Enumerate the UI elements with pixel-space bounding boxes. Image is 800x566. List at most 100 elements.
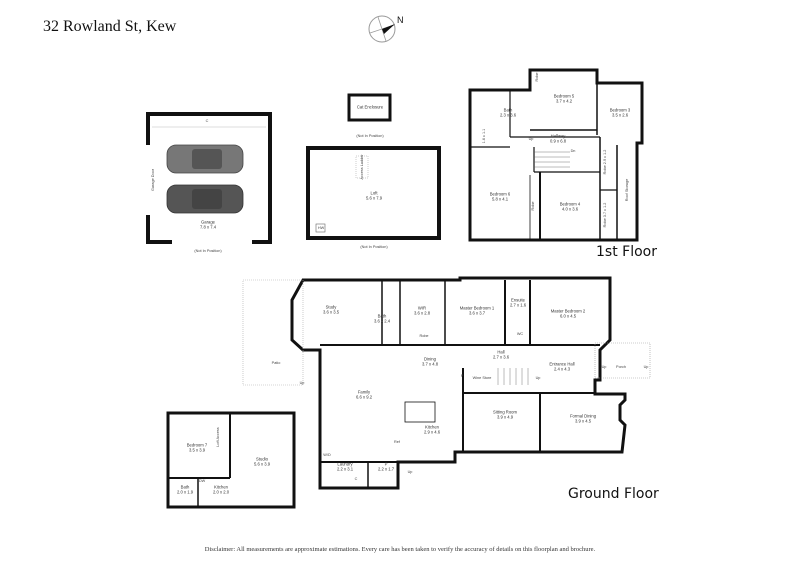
room-porch: Porch [616,365,626,369]
room-name: Bath [180,484,190,490]
room-name: Studio [256,456,268,462]
room-name: Bedroom 6 [489,191,511,197]
room-name: P [384,461,388,467]
room-size: 5.6 x 7.9 [365,196,383,201]
room-size: 2.7 x 3.6 [492,355,510,360]
room-size: 3.9 x 4.5 [574,419,592,424]
room-name: Master Bedroom 1 [459,305,495,311]
room-formal-dining: Formal Dining 3.9 x 4.5 [570,414,596,425]
stairs-up-first: Up [528,137,534,141]
room-study: Study 3.6 x 3.5 [323,305,339,316]
room-robe-d: Robe [531,201,535,211]
room-name: Entrance Hall [549,361,575,367]
loft-access-label: Loft Access [216,427,220,447]
room-dining: Dining 3.7 x 4.8 [422,357,438,368]
room-size: 2.9 x 1.2 [603,149,607,165]
room-size: 3.6 x 2.4 [373,319,391,324]
room-ensuite: Ensuite 2.7 x 1.6 [510,298,526,309]
compass-icon [368,15,396,43]
room-name: Bedroom 7 [186,442,208,448]
room-pantry-passage: P 2.2 x 1.7 [378,462,394,473]
room-name: Bedroom 3 [609,107,631,113]
room-name: Bedroom 5 [553,93,575,99]
room-size: 2.9 x 4.6 [423,430,441,435]
room-size: 3.5 x 2.6 [611,113,629,118]
room-size: 2.7 x 1.6 [509,303,527,308]
garage-cupboard-label: C [205,119,209,123]
ground-floor-label: Ground Floor [568,486,659,502]
room-bath-first: Bath 2.3 x 3.6 [500,108,516,119]
room-patio: Patio [271,361,281,365]
room-size: 4.0 x 3.6 [561,207,579,212]
loft-access-ladder: Access Ladder [360,154,364,180]
room-name: Hallway [550,133,566,139]
room-entrance-hall: Entrance Hall 2.4 x 4.3 [549,362,574,373]
cupboard-label-ground: C [354,477,358,481]
room-name: Loft [370,190,378,196]
stairs-up-hall: Up [535,376,541,380]
room-roof-storage: Roof Storage [625,178,629,202]
room-name: Kitchen [214,484,228,490]
room-bath-ground: Bath 3.6 x 2.4 [374,314,390,325]
stairs-up-porch: Up [643,365,649,369]
room-kitchen: Kitchen 2.9 x 4.6 [424,425,440,436]
room-bedroom-7: Bedroom 7 3.5 x 3.9 [187,443,207,454]
room-name: WIR [417,305,427,311]
room-size: 0.9 x 6.8 [549,139,567,144]
room-garage: Garage 7.8 x 7.4 [200,220,216,231]
room-name: Sitting Room [493,409,517,415]
room-studio-bath: Bath 2.0 x 1.9 [177,485,193,496]
room-family: Family 6.6 x 9.2 [356,390,372,401]
room-name: Master Bedroom 2 [550,308,586,314]
room-size: 3.7 x 4.8 [421,362,439,367]
washer-dryer-label: W/D [323,453,331,457]
room-bedroom-3: Bedroom 3 3.5 x 2.6 [610,108,630,119]
dishwasher-label: DW [198,479,206,483]
loft-hot-water: HW [317,226,325,230]
room-bedroom-5: Bedroom 5 3.7 x 4.2 [554,94,574,105]
garage-not-in-position: (Not In Position) [194,249,222,253]
room-name: Kitchen [425,424,439,430]
room-master-bedroom-1: Master Bedroom 1 3.6 x 3.7 [460,306,494,317]
room-size: 2.2 x 3.1 [336,467,354,472]
compass-north-label: N [397,15,404,25]
room-bedroom-6: Bedroom 6 5.8 x 4.1 [490,192,510,203]
room-name: Formal Dining [569,413,597,419]
wc-size-first: 1.6 x 1.1 [482,128,486,144]
room-studio-kitchen: Kitchen 2.0 x 2.0 [213,485,229,496]
room-size: 3.7 x 4.2 [555,99,573,104]
pantry-label: P [460,374,464,378]
first-floor-label: 1st Floor [596,244,657,260]
room-hallway: Hallway 0.9 x 6.8 [550,134,566,145]
robe-label-ground: Robe [419,334,429,338]
room-size: 5.8 x 4.1 [491,197,509,202]
room-name: Robe [603,165,607,175]
stairs-up-patio: Up [299,381,305,385]
room-hall: Hall 2.7 x 3.6 [493,350,509,361]
room-sitting-room: Sitting Room 3.9 x 4.9 [493,410,517,421]
property-address-title: 32 Rowland St, Kew [43,18,177,35]
room-name: Laundry [337,461,353,467]
cat-enclosure-not-in-position: (Not In Position) [356,134,384,138]
room-robe-b: Robe 3.7 x 1.2 [603,203,607,228]
garage-door-label: Garage Door [151,169,155,191]
room-cat-enclosure: Cat Enclosure [356,104,384,110]
stairs-down-first: Dn [570,149,576,153]
room-size: 3.6 x 3.7 [468,311,486,316]
room-name: Family [357,389,371,395]
room-size: 3.5 x 3.9 [188,448,206,453]
wc-label: WC [516,332,524,336]
room-name: Hall [497,349,505,355]
disclaimer-text: Disclaimer: All measurements are approxi… [204,546,596,553]
room-loft: Loft 5.6 x 7.9 [366,191,382,202]
room-size: 2.0 x 2.0 [212,490,230,495]
room-name: Bath [377,313,387,319]
stairs-up-entrance: Up [601,365,607,369]
room-laundry: Laundry 2.2 x 3.1 [337,462,353,473]
ref-label: Ref [394,440,400,444]
room-studio: Studio 5.6 x 3.9 [254,457,270,468]
room-robe-c: Robe [535,72,539,82]
room-size: 3.9 x 4.9 [496,415,514,420]
room-bedroom-4: Bedroom 4 4.0 x 3.6 [560,202,580,213]
room-size: 7.8 x 7.4 [199,225,217,230]
